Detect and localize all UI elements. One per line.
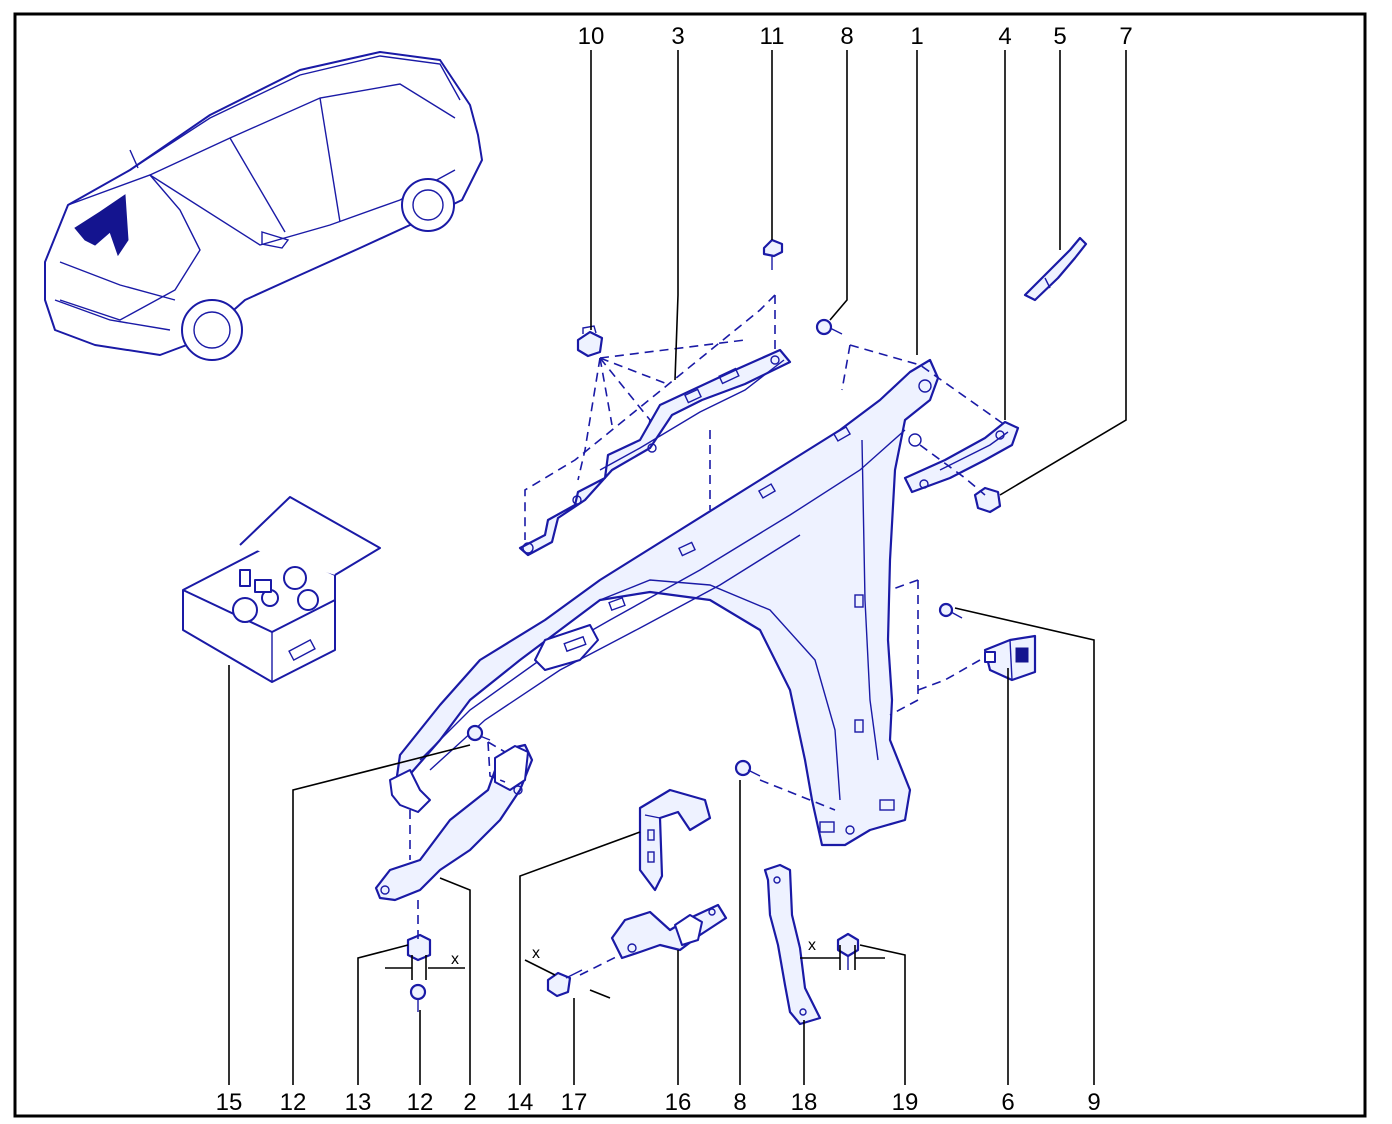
fastener-12-upper bbox=[466, 724, 491, 742]
part-18-strap bbox=[763, 863, 822, 1026]
label-2: 2 bbox=[463, 1089, 476, 1116]
dimension-marks: x x x bbox=[385, 937, 885, 999]
label-4: 4 bbox=[998, 23, 1011, 50]
part-4-bracket bbox=[903, 420, 1020, 494]
label-8-bottom: 8 bbox=[733, 1089, 746, 1116]
part-13-clip bbox=[406, 933, 432, 962]
label-7: 7 bbox=[1119, 23, 1132, 50]
label-14: 14 bbox=[507, 1089, 534, 1116]
label-16: 16 bbox=[665, 1089, 692, 1116]
fastener-8-top bbox=[815, 318, 843, 336]
label-11: 11 bbox=[760, 23, 785, 50]
part-5-clip bbox=[1023, 236, 1088, 302]
part-17-bolt bbox=[546, 969, 583, 998]
label-9: 9 bbox=[1087, 1089, 1100, 1116]
label-3: 3 bbox=[671, 23, 684, 50]
assembly-lines bbox=[409, 294, 1006, 976]
fastener-8-bottom bbox=[734, 759, 761, 777]
car-overview bbox=[44, 51, 483, 361]
part-16-bracket bbox=[610, 903, 728, 960]
label-17: 17 bbox=[561, 1089, 588, 1116]
label-18: 18 bbox=[791, 1089, 818, 1116]
part-1-fender bbox=[389, 358, 940, 847]
part-14-bracket bbox=[638, 788, 712, 892]
label-19: 19 bbox=[892, 1089, 919, 1116]
part-6-block bbox=[983, 634, 1037, 682]
leader-lines bbox=[228, 50, 1127, 1085]
part-19-nut bbox=[836, 932, 860, 970]
diagram-frame bbox=[13, 12, 1367, 1118]
label-12-left: 12 bbox=[280, 1089, 307, 1116]
fastener-11 bbox=[762, 238, 784, 270]
label-1: 1 bbox=[910, 23, 923, 50]
part-9-screw bbox=[938, 602, 963, 619]
part-2-lower-bracket bbox=[374, 743, 534, 902]
label-12-right: 12 bbox=[407, 1089, 434, 1116]
dimension-x-left: x bbox=[451, 951, 459, 968]
label-15: 15 bbox=[216, 1089, 243, 1116]
part-3-upper-rail bbox=[518, 348, 792, 557]
label-6: 6 bbox=[1001, 1089, 1014, 1116]
label-8-top: 8 bbox=[840, 23, 853, 50]
part-7-nut bbox=[973, 486, 1002, 514]
dimension-x-right: x bbox=[808, 937, 816, 954]
label-5: 5 bbox=[1053, 23, 1066, 50]
part-15-clip-kit bbox=[182, 496, 381, 683]
label-10: 10 bbox=[578, 23, 605, 50]
top-labels: 10 3 11 8 1 4 5 7 bbox=[578, 23, 1133, 50]
dimension-x-mid: x bbox=[532, 945, 540, 962]
bottom-labels: 15 12 13 12 2 14 17 16 8 18 19 6 9 bbox=[216, 1089, 1101, 1116]
fastener-10 bbox=[576, 325, 604, 358]
label-13: 13 bbox=[345, 1089, 372, 1116]
part-12-bolt bbox=[409, 983, 427, 1012]
